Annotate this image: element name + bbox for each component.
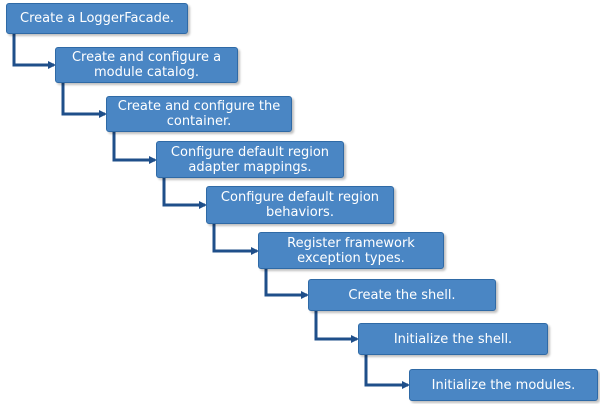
step-label: Configure default region behaviors. xyxy=(220,190,380,220)
step-create-shell: Create the shell. xyxy=(308,279,496,311)
step-label: Register framework exception types. xyxy=(287,235,415,266)
connector-arrow xyxy=(314,311,359,343)
step-label: Create the shell. xyxy=(348,287,456,303)
step-label: Configure default region adapter mapping… xyxy=(170,144,330,175)
step-label: Initialize the shell. xyxy=(393,331,513,347)
step-initialize-modules: Initialize the modules. xyxy=(409,369,598,401)
step-initialize-shell: Initialize the shell. xyxy=(358,323,548,355)
step-label: Create a LoggerFacade. xyxy=(20,11,174,26)
step-create-logger-facade: Create a LoggerFacade. xyxy=(6,3,188,34)
step-create-module-catalog: Create and configure a module catalog. xyxy=(55,47,238,83)
connector-arrow xyxy=(264,269,309,299)
step-create-container: Create and configure the container. xyxy=(106,96,292,132)
connector-arrow xyxy=(212,224,259,255)
step-label: Create and configure the container. xyxy=(117,99,281,129)
step-label: Initialize the modules. xyxy=(431,377,576,393)
connector-arrow xyxy=(364,355,410,389)
connector-arrow xyxy=(61,83,107,118)
step-configure-region-behaviors: Configure default region behaviors. xyxy=(206,186,394,224)
step-label: Create and configure a module catalog. xyxy=(71,50,222,80)
connector-arrow xyxy=(112,132,157,164)
connector-arrow xyxy=(12,34,56,69)
connector-arrow xyxy=(162,178,207,209)
step-register-exception-types: Register framework exception types. xyxy=(258,232,444,269)
step-configure-region-adapter-mappings: Configure default region adapter mapping… xyxy=(156,141,344,178)
